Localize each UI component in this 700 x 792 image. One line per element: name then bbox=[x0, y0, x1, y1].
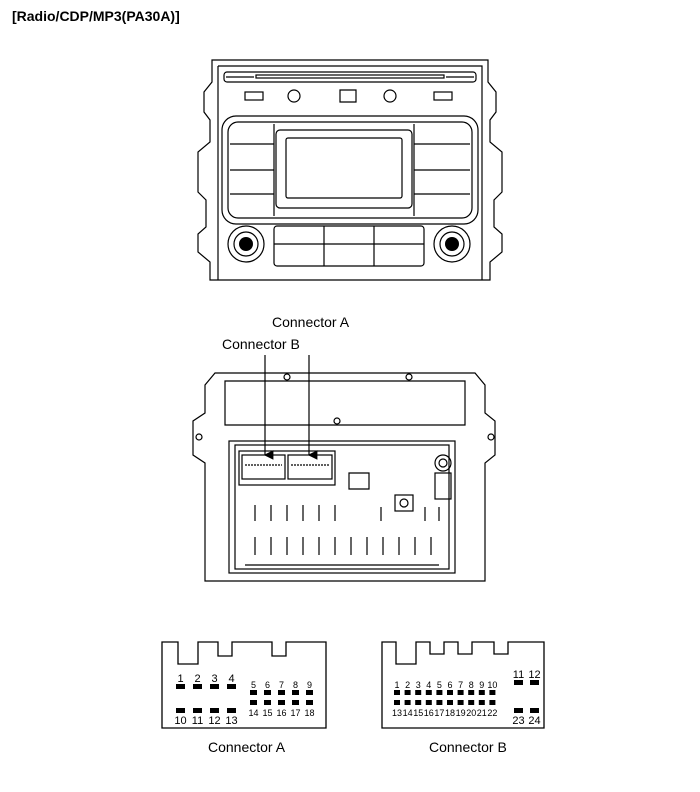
pin-label-14: 14 bbox=[403, 708, 413, 718]
pin-14 bbox=[250, 700, 257, 705]
pin-label-19: 19 bbox=[456, 708, 466, 718]
pin-16 bbox=[278, 700, 285, 705]
pin-12 bbox=[530, 680, 539, 685]
pin-label-17: 17 bbox=[290, 708, 300, 718]
pin-label-1: 1 bbox=[394, 680, 399, 690]
pin-label-13: 13 bbox=[392, 708, 402, 718]
pin-label-13: 13 bbox=[225, 715, 237, 727]
radio-front-view bbox=[197, 59, 503, 281]
pin-label-7: 7 bbox=[458, 680, 463, 690]
pin-label-5: 5 bbox=[251, 680, 256, 690]
pin-label-2: 2 bbox=[194, 673, 200, 685]
pin-label-17: 17 bbox=[434, 708, 444, 718]
pin-16 bbox=[425, 700, 432, 705]
pin-23 bbox=[514, 708, 523, 713]
pin-14 bbox=[404, 700, 411, 705]
pin-9 bbox=[478, 690, 485, 695]
connector-a-label: Connector A bbox=[272, 314, 350, 330]
pin-2 bbox=[404, 690, 411, 695]
pin-19 bbox=[457, 700, 464, 705]
pin-9 bbox=[306, 690, 313, 695]
pin-18 bbox=[447, 700, 453, 705]
pin-label-11: 11 bbox=[513, 669, 524, 681]
pin-10 bbox=[176, 708, 185, 713]
pin-7 bbox=[278, 690, 285, 695]
pin-4 bbox=[425, 690, 432, 695]
connector-b-label: Connector B bbox=[222, 336, 300, 352]
pin-label-14: 14 bbox=[248, 708, 258, 718]
pin-label-15: 15 bbox=[262, 708, 272, 718]
pin-label-16: 16 bbox=[424, 708, 434, 718]
pin-1 bbox=[394, 690, 400, 695]
pin-label-21: 21 bbox=[477, 708, 487, 718]
pin-label-11: 11 bbox=[192, 715, 203, 727]
pin-label-3: 3 bbox=[211, 673, 217, 685]
pin-label-4: 4 bbox=[228, 673, 234, 685]
pin-label-22: 22 bbox=[487, 708, 497, 718]
diagram-title: [Radio/CDP/MP3(PA30A)] bbox=[12, 8, 180, 24]
pin-label-12: 12 bbox=[528, 669, 540, 681]
pin-label-2: 2 bbox=[405, 680, 410, 690]
pin-label-20: 20 bbox=[466, 708, 476, 718]
pin-label-18: 18 bbox=[304, 708, 314, 718]
pin-1 bbox=[176, 684, 185, 689]
pin-11 bbox=[193, 708, 202, 713]
pin-8 bbox=[292, 690, 299, 695]
pin-22 bbox=[489, 700, 496, 705]
pin-20 bbox=[468, 700, 475, 705]
pin-8 bbox=[468, 690, 475, 695]
pin-label-3: 3 bbox=[416, 680, 421, 690]
pin-5 bbox=[250, 690, 257, 695]
pin-label-6: 6 bbox=[265, 680, 270, 690]
pin-label-5: 5 bbox=[437, 680, 442, 690]
pin-13 bbox=[394, 700, 400, 705]
pin-label-18: 18 bbox=[445, 708, 455, 718]
pin-15 bbox=[264, 700, 271, 705]
pin-label-23: 23 bbox=[512, 715, 524, 727]
pin-label-9: 9 bbox=[307, 680, 312, 690]
connector-b-caption: Connector B bbox=[429, 739, 507, 755]
pin-10 bbox=[489, 690, 496, 695]
pin-6 bbox=[264, 690, 271, 695]
pin-17 bbox=[436, 700, 443, 705]
pin-21 bbox=[478, 700, 485, 705]
pin-12 bbox=[210, 708, 219, 713]
pin-label-24: 24 bbox=[528, 715, 540, 727]
pin-label-10: 10 bbox=[174, 715, 186, 727]
connector-a-caption: Connector A bbox=[208, 739, 286, 755]
pin-label-10: 10 bbox=[487, 680, 497, 690]
pin-5 bbox=[436, 690, 443, 695]
pin-label-7: 7 bbox=[279, 680, 284, 690]
pin-2 bbox=[193, 684, 202, 689]
pin-24 bbox=[530, 708, 539, 713]
pin-17 bbox=[292, 700, 299, 705]
pin-18 bbox=[306, 700, 313, 705]
pin-label-8: 8 bbox=[293, 680, 298, 690]
pin-label-6: 6 bbox=[447, 680, 452, 690]
pin-label-8: 8 bbox=[469, 680, 474, 690]
pin-11 bbox=[514, 680, 523, 685]
pin-13 bbox=[227, 708, 236, 713]
pin-label-9: 9 bbox=[479, 680, 484, 690]
pin-6 bbox=[447, 690, 453, 695]
radio-rear-view bbox=[192, 355, 496, 582]
pin-15 bbox=[415, 700, 422, 705]
pin-7 bbox=[457, 690, 464, 695]
pin-label-1: 1 bbox=[177, 673, 183, 685]
pin-4 bbox=[227, 684, 236, 689]
pin-3 bbox=[210, 684, 219, 689]
pin-label-15: 15 bbox=[413, 708, 423, 718]
pin-label-12: 12 bbox=[208, 715, 220, 727]
pin-label-4: 4 bbox=[426, 680, 431, 690]
pin-label-16: 16 bbox=[276, 708, 286, 718]
pin-3 bbox=[415, 690, 422, 695]
